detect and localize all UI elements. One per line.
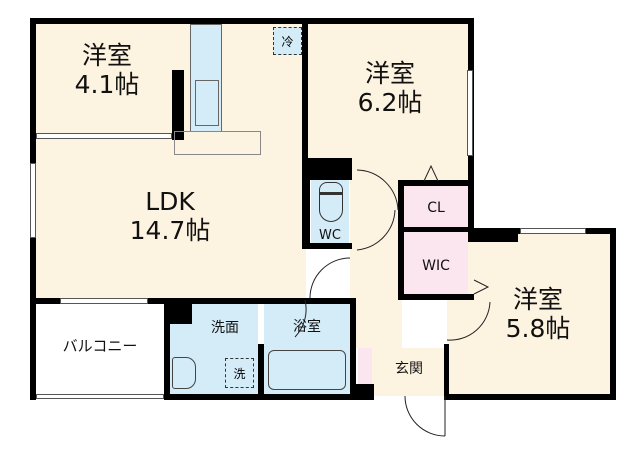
washing-machine-label: 洗: [233, 366, 246, 381]
wall-ldk-6-2: [302, 18, 308, 160]
wall-right-lower: [610, 228, 616, 400]
wash-basin-icon: [172, 357, 196, 389]
wall-wash-bath: [258, 344, 264, 398]
room-western-6-2: [308, 24, 468, 158]
room-name: 洋室: [512, 285, 563, 314]
wall-cl-left: [398, 180, 404, 300]
refrigerator-icon: 冷: [273, 27, 302, 55]
wall-cl-wic: [398, 227, 474, 232]
shoe-cabinet: [358, 348, 372, 384]
room-wic: [404, 232, 468, 294]
wall-wic-pillar: [468, 228, 518, 242]
toilet-icon: [319, 182, 343, 222]
wall-wic-bottom: [398, 294, 474, 300]
room-label-western-5-8: 洋室 5.8帖: [493, 285, 583, 344]
kitchen-sink: [195, 80, 219, 126]
room-label-wic: WIC: [422, 258, 450, 274]
room-label-bathroom: 浴室: [293, 319, 321, 335]
wall-balcony-wash: [164, 298, 170, 398]
toilet-tank: [320, 192, 342, 195]
wall-bottom-right: [444, 394, 616, 400]
window-room1-bottom: [36, 133, 172, 139]
window-ldk-balcony: [60, 298, 148, 304]
room-size: 5.8帖: [505, 313, 571, 343]
washing-machine-icon: 洗: [225, 358, 254, 388]
wall-top-left: [30, 18, 308, 24]
wall-wc-left: [302, 158, 310, 248]
balcony-rail: [36, 394, 164, 399]
wall-bath-right: [350, 298, 356, 398]
wall-room1-kitchen: [172, 70, 184, 140]
room-label-closet: CL: [427, 200, 445, 216]
window-ldk-left: [30, 163, 36, 238]
room-western-5-8: [447, 234, 611, 396]
hallway: [350, 158, 402, 348]
room-size: 14.7帖: [129, 215, 211, 245]
wall-bottom-entrance: [352, 384, 374, 400]
room-name: 洋室: [364, 59, 415, 88]
room-closet: [404, 186, 468, 228]
room-balcony: [36, 304, 164, 396]
kitchen-bar: [174, 131, 261, 155]
room-label-balcony: バルコニー: [62, 337, 138, 355]
room-label-western-4-1: 洋室 4.1帖: [62, 41, 152, 100]
wall-cl-box: [398, 180, 474, 186]
room-entrance: [372, 348, 447, 396]
room-name: LDK: [145, 187, 195, 216]
room-name: 洋室: [81, 41, 132, 70]
room-western-4-1: [36, 24, 182, 138]
hallway-upper: [350, 158, 468, 182]
room-size: 4.1帖: [74, 69, 140, 99]
wall-wc-top: [302, 158, 352, 180]
room-label-ldk: LDK 14.7帖: [110, 187, 230, 246]
wall-wc-bottom: [302, 243, 352, 249]
room-label-washroom: 洗面: [211, 320, 239, 336]
window-5-8-top: [520, 228, 586, 234]
room-ldk: [36, 137, 306, 301]
room-size: 6.2帖: [357, 87, 423, 117]
wall-top-right: [302, 18, 474, 24]
wall-entrance-5-8: [444, 344, 449, 400]
room-label-toilet: WC: [319, 228, 341, 243]
room-label-western-6-2: 洋室 6.2帖: [345, 59, 435, 118]
bathtub-icon: [268, 350, 346, 390]
room-label-entrance: 玄関: [395, 361, 423, 377]
refrigerator-label: 冷: [281, 34, 294, 49]
window-6-2-right: [467, 70, 473, 156]
